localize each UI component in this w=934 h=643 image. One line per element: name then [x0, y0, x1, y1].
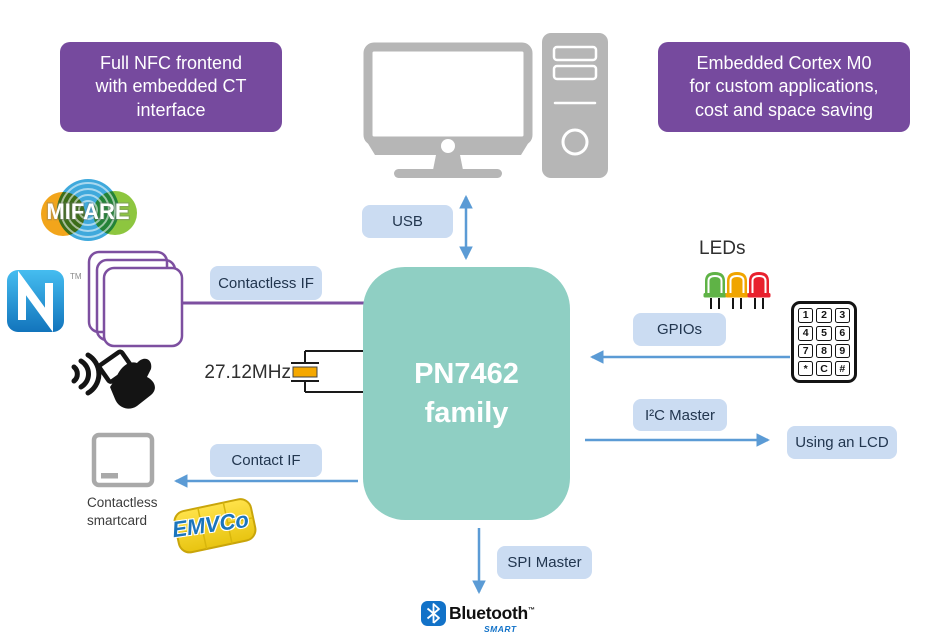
- keypad-icon: 1 2 3 4 5 6 7 8 9 * C #: [791, 301, 857, 383]
- keypad-key: C: [816, 361, 832, 376]
- chip-name-line2: family: [424, 396, 509, 429]
- bluetooth-smart-label: SMART: [484, 624, 517, 634]
- leds-label: LEDs: [699, 238, 746, 259]
- bluetooth-wordmark: Bluetooth™: [449, 603, 535, 624]
- keypad-key: 4: [798, 325, 814, 341]
- keypad-key: 5: [816, 325, 832, 341]
- crystal-frequency-label: 27.12MHz: [204, 362, 291, 383]
- callout-cortex-m0: Embedded Cortex M0 for custom applicatio…: [658, 42, 910, 132]
- computer-tower-icon: [542, 33, 608, 178]
- label-contactless-if: Contactless IF: [210, 266, 322, 300]
- keypad-key: 9: [834, 343, 850, 359]
- nfc-tm-mark: TM: [70, 272, 82, 281]
- callout-nfc-frontend: Full NFC frontend with embedded CT inter…: [60, 42, 282, 132]
- label-i2c-master: I²C Master: [633, 399, 727, 431]
- led-red-icon: [747, 272, 771, 309]
- led-yellow-icon: [725, 272, 749, 309]
- keypad-key: 1: [798, 308, 814, 323]
- label-spi-master: SPI Master: [497, 546, 592, 579]
- led-green-icon: [703, 272, 727, 309]
- keypad-key: 3: [834, 308, 850, 323]
- tap-card-icon: [71, 349, 155, 409]
- antenna-coils-icon: [87, 250, 184, 348]
- keypad-key: 7: [798, 343, 814, 359]
- keypad-key: 6: [834, 325, 850, 341]
- keypad-key: 2: [816, 308, 832, 323]
- chip-name-line1: PN7462: [414, 358, 519, 391]
- mifare-logo-text: MIFARE: [46, 199, 129, 224]
- emvco-logo-chip: [173, 498, 257, 554]
- bluetooth-tm-mark: ™: [527, 607, 535, 615]
- monitor-icon: [363, 42, 533, 178]
- keypad-key: 8: [816, 343, 832, 359]
- bluetooth-word: Bluetooth: [449, 603, 528, 623]
- nfc-logo: TM: [7, 270, 82, 333]
- keypad-key: *: [798, 361, 814, 376]
- pn7462-chip-block: PN7462 family: [363, 267, 570, 520]
- label-contact-if: Contact IF: [210, 444, 322, 477]
- label-using-lcd: Using an LCD: [787, 426, 897, 459]
- mifare-logo: MIFARE: [41, 179, 137, 241]
- keypad-key: #: [834, 361, 850, 376]
- label-usb: USB: [362, 205, 453, 238]
- hand-shape: [110, 358, 155, 409]
- bluetooth-icon: [421, 601, 446, 626]
- label-gpios: GPIOs: [633, 313, 726, 346]
- crystal-icon: [291, 350, 368, 393]
- smartcard-icon: [91, 432, 155, 488]
- smartcard-caption: Contactless smartcard: [87, 495, 158, 529]
